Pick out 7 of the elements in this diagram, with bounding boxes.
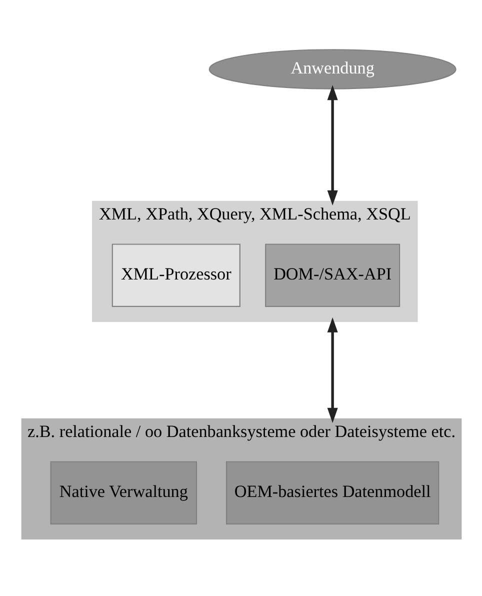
node-box: XML-Prozessor [111, 243, 240, 306]
arrow [326, 316, 338, 422]
node-box: OEM-basiertes Datenmodell [225, 460, 439, 524]
node-box: Native Verwaltung [50, 460, 197, 524]
arrow [326, 84, 338, 205]
node-box: DOM-/SAX-API [264, 243, 400, 306]
node-ellipse: Anwendung [208, 48, 456, 89]
